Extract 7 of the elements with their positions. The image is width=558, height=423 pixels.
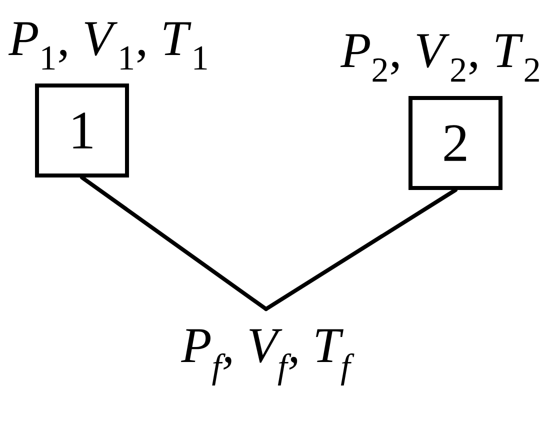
state-label: P$_{f}$, V$_{f}$, T$_{f}$: [180, 329, 354, 386]
state-box: 1: [35, 84, 129, 178]
state-box: 2: [408, 96, 502, 190]
connector-line: [264, 188, 458, 312]
connector-line: [80, 176, 268, 312]
state-label: P$_{1}$, V$_{1}$, T$_{1}$: [8, 22, 207, 70]
state-label: P$_{2}$, V$_{2}$, T$_{2}$: [340, 34, 539, 82]
